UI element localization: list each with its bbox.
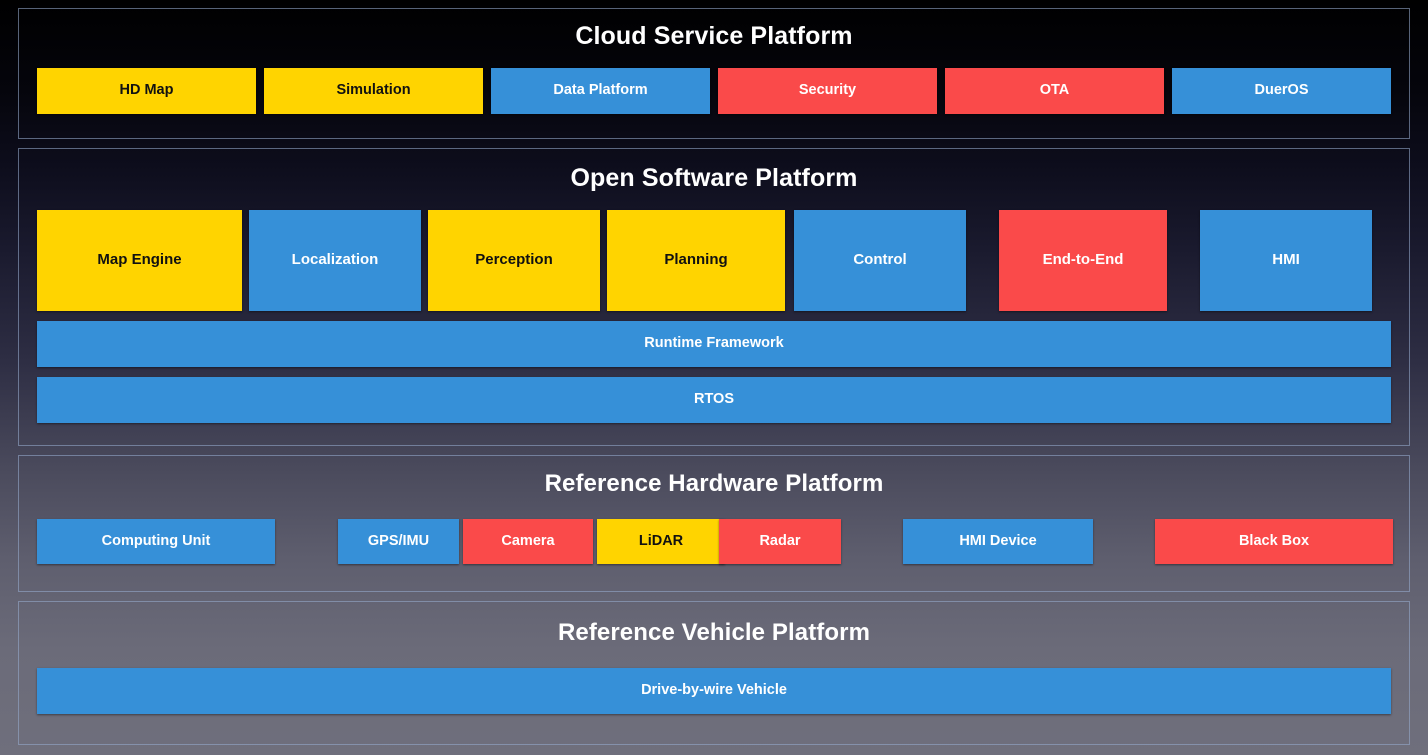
box-dueros[interactable]: DuerOS: [1172, 68, 1391, 114]
box-rtos[interactable]: RTOS: [37, 377, 1391, 423]
layer-open-software-platform: Open Software Platform Map Engine Locali…: [18, 148, 1410, 446]
box-security[interactable]: Security: [718, 68, 937, 114]
box-ota[interactable]: OTA: [945, 68, 1164, 114]
row-cloud-services: HD Map Simulation Data Platform Security…: [19, 68, 1409, 114]
box-perception[interactable]: Perception: [428, 210, 600, 311]
box-hmi[interactable]: HMI: [1200, 210, 1372, 311]
box-map-engine[interactable]: Map Engine: [37, 210, 242, 311]
box-hd-map[interactable]: HD Map: [37, 68, 256, 114]
box-black-box[interactable]: Black Box: [1155, 519, 1393, 564]
layer-title-reference-hardware-platform: Reference Hardware Platform: [544, 470, 884, 497]
row-runtime-framework: Runtime Framework: [19, 321, 1409, 367]
box-runtime-framework[interactable]: Runtime Framework: [37, 321, 1391, 367]
row-software-modules: Map Engine Localization Perception Plann…: [19, 210, 1409, 311]
box-drive-by-wire-vehicle[interactable]: Drive-by-wire Vehicle: [37, 668, 1391, 714]
box-control[interactable]: Control: [794, 210, 966, 311]
layer-title-reference-vehicle-platform: Reference Vehicle Platform: [557, 619, 871, 646]
box-radar[interactable]: Radar: [719, 519, 841, 564]
layer-title-open-software-platform: Open Software Platform: [570, 164, 858, 192]
box-end-to-end[interactable]: End-to-End: [999, 210, 1167, 311]
box-planning[interactable]: Planning: [607, 210, 785, 311]
box-gps-imu[interactable]: GPS/IMU: [338, 519, 459, 564]
box-data-platform[interactable]: Data Platform: [491, 68, 710, 114]
layer-cloud-service-platform: Cloud Service Platform HD Map Simulation…: [18, 8, 1410, 139]
row-hardware-components: Computing Unit GPS/IMU Camera LiDAR Rada…: [19, 519, 1409, 564]
layer-reference-vehicle-platform: Reference Vehicle Platform Drive-by-wire…: [18, 601, 1410, 745]
row-vehicle-components: Drive-by-wire Vehicle: [19, 668, 1409, 714]
layer-reference-hardware-platform: Reference Hardware Platform Computing Un…: [18, 455, 1410, 592]
box-lidar[interactable]: LiDAR: [597, 519, 725, 564]
box-camera[interactable]: Camera: [463, 519, 593, 564]
layer-title-cloud-service-platform: Cloud Service Platform: [575, 22, 853, 50]
box-simulation[interactable]: Simulation: [264, 68, 483, 114]
row-rtos: RTOS: [19, 377, 1409, 423]
box-hmi-device[interactable]: HMI Device: [903, 519, 1093, 564]
box-computing-unit[interactable]: Computing Unit: [37, 519, 275, 564]
box-localization[interactable]: Localization: [249, 210, 421, 311]
